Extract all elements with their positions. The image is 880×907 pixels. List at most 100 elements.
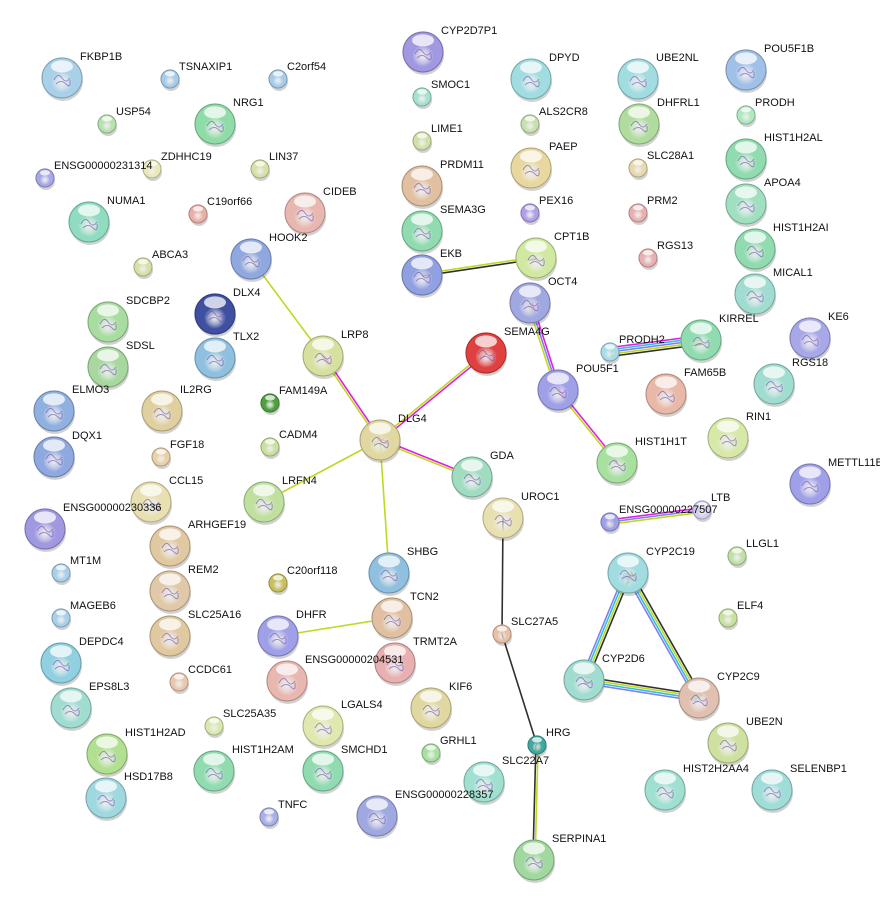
node-sema3g[interactable] <box>401 210 443 254</box>
node-rin1[interactable] <box>707 417 749 461</box>
node-zdhhc19[interactable] <box>142 159 162 181</box>
node-cadm4[interactable] <box>260 437 280 459</box>
node-kirrel[interactable] <box>680 319 722 363</box>
node-cpt1b[interactable] <box>515 237 557 281</box>
node-hist1h1t[interactable] <box>596 442 638 486</box>
edge-dlg4-lrfn4[interactable] <box>263 439 381 503</box>
node-slc25a35[interactable] <box>204 716 224 738</box>
node-fgf18[interactable] <box>151 447 171 469</box>
node-smchd1[interactable] <box>302 750 344 794</box>
node-trmt2a[interactable] <box>374 642 416 686</box>
node-hsd17b8[interactable] <box>85 777 127 821</box>
node-ekb[interactable] <box>401 254 443 298</box>
node-abca3[interactable] <box>133 257 153 279</box>
node-mical1[interactable] <box>734 273 776 317</box>
edge-sema4g-dlg4[interactable] <box>378 351 488 442</box>
node-lgals4[interactable] <box>302 705 344 749</box>
node-hook2[interactable] <box>230 238 272 282</box>
node-ube2nl[interactable] <box>617 58 659 102</box>
node-c2orf54[interactable] <box>268 69 288 91</box>
node-depdc4[interactable] <box>40 642 82 686</box>
node-hist1h2ai[interactable] <box>734 228 776 272</box>
node-usp54[interactable] <box>97 114 117 136</box>
node-numa1[interactable] <box>68 201 110 245</box>
node-grhl1[interactable] <box>421 743 441 765</box>
node-arhgef19[interactable] <box>149 525 191 569</box>
node-selenbp1[interactable] <box>751 769 793 813</box>
node-ccl15[interactable] <box>130 481 172 525</box>
node-lime1[interactable] <box>412 131 432 153</box>
edge-slc27a5-hrg[interactable] <box>501 633 538 746</box>
node-tnfc[interactable] <box>259 807 279 829</box>
node-elmo3[interactable] <box>33 390 75 434</box>
node-ensg00000231314[interactable] <box>35 168 55 190</box>
node-apoa4[interactable] <box>725 183 767 227</box>
node-smoc1[interactable] <box>412 87 432 109</box>
node-ube2n[interactable] <box>707 722 749 766</box>
node-fam149a[interactable] <box>260 393 280 415</box>
node-dlg4[interactable] <box>359 419 401 463</box>
node-gda[interactable] <box>451 456 493 500</box>
node-lin37[interactable] <box>250 159 270 181</box>
node-prdm11[interactable] <box>401 165 443 209</box>
node-ccdc61[interactable] <box>169 672 189 694</box>
node-dpyd[interactable] <box>510 58 552 102</box>
node-hist2h2aa4[interactable] <box>644 769 686 813</box>
node-cyp2c9[interactable] <box>678 677 720 721</box>
node-ensg00000230336[interactable] <box>24 508 66 552</box>
node-ke6[interactable] <box>789 317 831 361</box>
node-lrp8[interactable] <box>302 335 344 379</box>
node-tsnaxip1[interactable] <box>160 69 180 91</box>
node-hist1h2ad[interactable] <box>86 733 128 777</box>
node-fkbp1b[interactable] <box>41 57 83 101</box>
node-tcn2[interactable] <box>371 597 413 641</box>
node-pou5f1b[interactable] <box>725 49 767 93</box>
node-eps8l3[interactable] <box>50 687 92 731</box>
node-rgs18[interactable] <box>753 363 795 407</box>
node-paep[interactable] <box>510 147 552 191</box>
node-tlx2[interactable] <box>194 337 236 381</box>
node-ensg00000228357[interactable] <box>356 795 398 839</box>
node-hrg[interactable] <box>527 735 547 757</box>
node-als2cr8[interactable] <box>520 114 540 136</box>
node-dhfr[interactable] <box>257 615 299 659</box>
node-sdsl[interactable] <box>87 346 129 390</box>
node-ensg00000227507[interactable] <box>600 512 620 534</box>
node-mt1m[interactable] <box>51 563 71 585</box>
node-shbg[interactable] <box>368 552 410 596</box>
node-prm2[interactable] <box>628 203 648 225</box>
node-rgs13[interactable] <box>638 248 658 270</box>
node-ensg00000204531[interactable] <box>266 660 308 704</box>
node-cyp2c19[interactable] <box>607 552 649 596</box>
node-cideb[interactable] <box>284 192 326 236</box>
node-sema4g[interactable] <box>465 332 507 376</box>
node-uroc1[interactable] <box>482 497 524 541</box>
node-hist1h2al[interactable] <box>725 138 767 182</box>
edge-cyp2c19-cyp2c9[interactable] <box>624 570 703 701</box>
node-slc25a16[interactable] <box>149 615 191 659</box>
node-slc27a5[interactable] <box>492 624 512 646</box>
node-cyp2d6[interactable] <box>563 659 605 703</box>
node-oct4[interactable] <box>509 282 551 326</box>
node-slc22a7[interactable] <box>463 761 505 805</box>
edge-dlg4-shbg[interactable] <box>379 439 390 574</box>
node-nrg1[interactable] <box>194 103 236 147</box>
node-serpina1[interactable] <box>513 839 555 883</box>
node-c19orf66[interactable] <box>188 204 208 226</box>
node-prodh2[interactable] <box>600 342 620 364</box>
node-il2rg[interactable] <box>141 390 183 434</box>
node-dqx1[interactable] <box>33 436 75 480</box>
node-pex16[interactable] <box>520 203 540 225</box>
node-lrfn4[interactable] <box>243 481 285 525</box>
node-ltb[interactable] <box>692 500 712 522</box>
node-kif6[interactable] <box>410 687 452 731</box>
node-prodh[interactable] <box>736 105 756 127</box>
node-mettl11b[interactable] <box>789 463 831 507</box>
node-c20orf118[interactable] <box>268 573 288 595</box>
node-llgl1[interactable] <box>727 546 747 568</box>
node-slc28a1[interactable] <box>628 158 648 180</box>
node-hist1h2am[interactable] <box>193 750 235 794</box>
node-rem2[interactable] <box>149 570 191 614</box>
